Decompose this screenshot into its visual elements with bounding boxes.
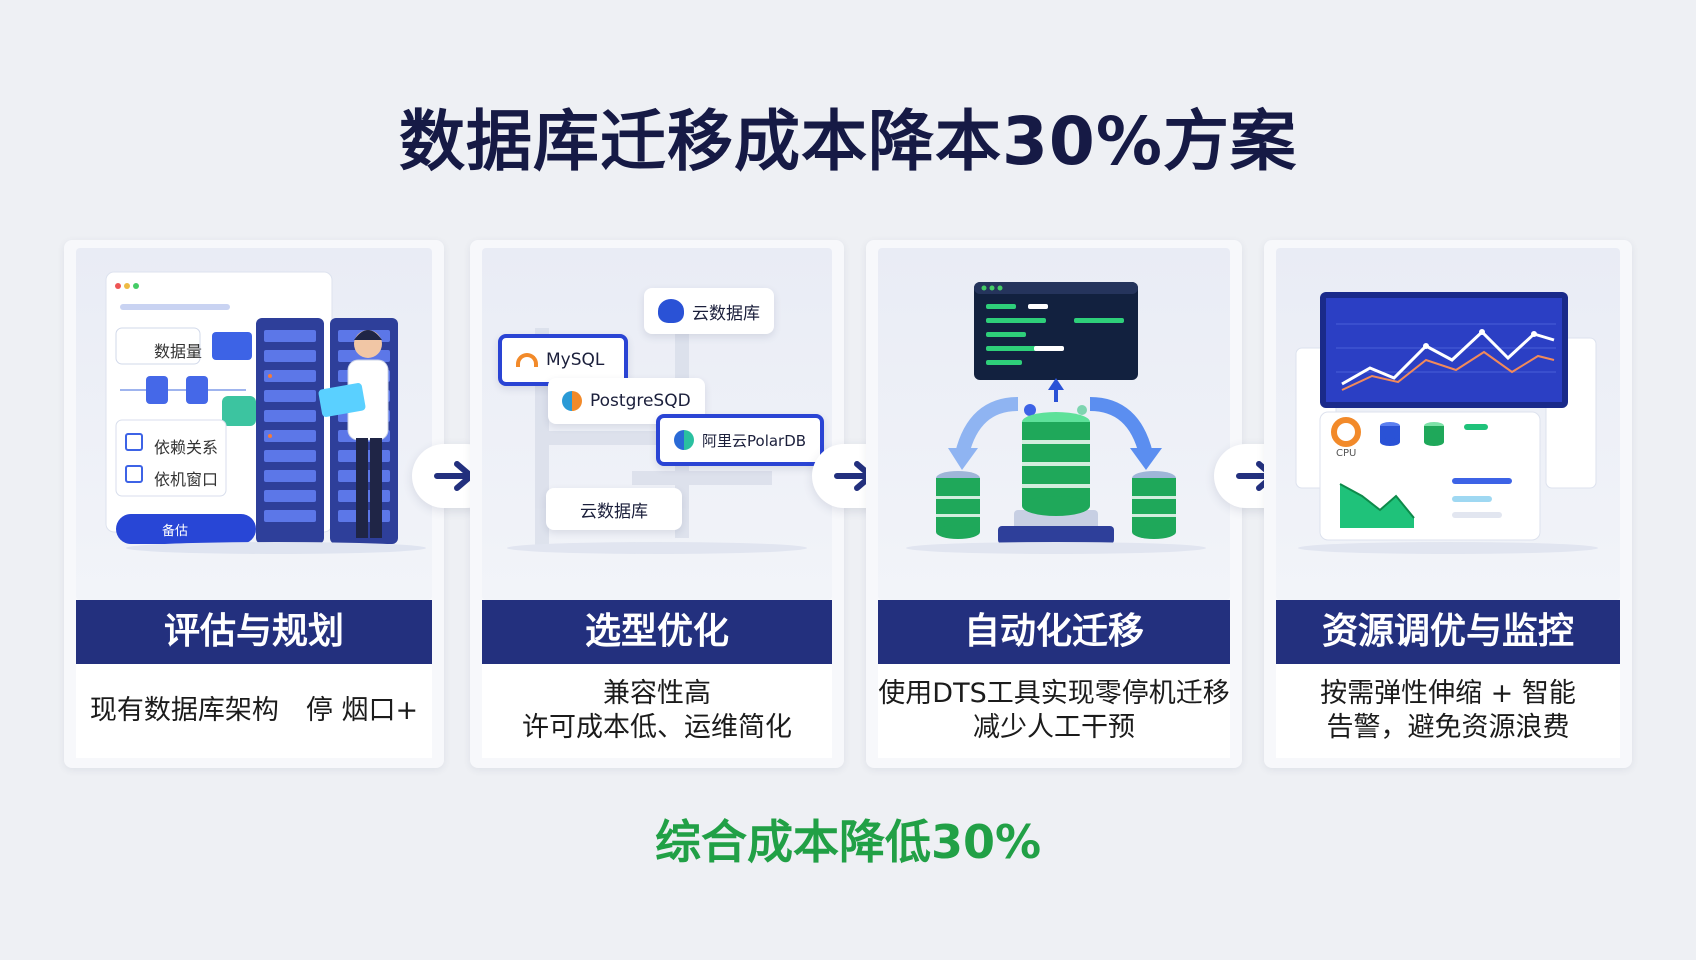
chip-label: MySQL xyxy=(546,350,605,370)
step-description: 现有数据库架构 停 烟口+ xyxy=(76,664,432,758)
assess-illustration: 数据量 依赖关系 依机窗口 备估 xyxy=(76,248,432,600)
desc-line: 使用DTS工具实现零停机迁移 xyxy=(878,678,1230,709)
step-card-migrate: 自动化迁移 使用DTS工具实现零停机迁移 减少人工干预 xyxy=(866,240,1242,768)
chip-label: 云数据库 xyxy=(580,501,648,522)
step-description: 兼容性高 许可成本低、运维简化 xyxy=(482,664,832,758)
step-description: 使用DTS工具实现零停机迁移 减少人工干预 xyxy=(878,664,1230,758)
desc-line: 许可成本低、运维简化 xyxy=(522,712,792,743)
chip-label: 云数据库 xyxy=(692,303,760,324)
step-heading: 资源调优与监控 xyxy=(1276,600,1620,664)
desc-line: 现有数据库架构 停 烟口+ xyxy=(89,695,419,726)
chip-cloud-db-bottom: 云数据库 xyxy=(546,488,682,530)
page-title: 数据库迁移成本降本30%方案 xyxy=(399,103,1297,180)
step-heading: 选型优化 xyxy=(482,600,832,664)
monitor-illustration: CPU xyxy=(1276,248,1620,600)
desc-line: 兼容性高 xyxy=(603,678,711,709)
desc-line: 按需弹性伸缩 + 智能 xyxy=(1320,678,1576,709)
select-illustration: 云数据库 MySQL PostgreSQD 阿里云PolarDB 云数据库 xyxy=(482,248,832,600)
art-label-window: 依机窗口 xyxy=(154,470,219,489)
step-card-monitor: CPU 资源调优与监控 按需弹性伸缩 + 智能 告警，避免资源浪费 xyxy=(1264,240,1632,768)
postgres-icon xyxy=(562,391,582,411)
step-description: 按需弹性伸缩 + 智能 告警，避免资源浪费 xyxy=(1276,664,1620,758)
polardb-icon xyxy=(674,430,694,450)
chip-polardb: 阿里云PolarDB xyxy=(656,414,825,466)
chip-postgres: PostgreSQD xyxy=(548,378,705,424)
mysql-icon xyxy=(516,353,538,367)
step-card-assess: 数据量 依赖关系 依机窗口 备估 评估与规划 现有数据库架构 停 烟口+ xyxy=(64,240,444,768)
chip-cloud-db-top: 云数据库 xyxy=(644,288,774,334)
art-label-volume: 数据量 xyxy=(154,342,203,361)
art-label-deps: 依赖关系 xyxy=(154,438,219,457)
chip-label: 阿里云PolarDB xyxy=(702,431,807,450)
cloud-db-icon xyxy=(658,299,684,323)
migrate-illustration xyxy=(878,248,1230,600)
desc-line: 告警，避免资源浪费 xyxy=(1326,712,1570,743)
chip-label: PostgreSQD xyxy=(590,391,691,411)
metric-label-cpu: CPU xyxy=(1336,448,1357,459)
step-card-select: 云数据库 MySQL PostgreSQD 阿里云PolarDB 云数据库 选型… xyxy=(470,240,844,768)
art-footer-label: 备估 xyxy=(162,524,189,539)
desc-line: 减少人工干预 xyxy=(973,712,1135,743)
step-heading: 自动化迁移 xyxy=(878,600,1230,664)
step-heading: 评估与规划 xyxy=(76,600,432,664)
summary-text: 综合成本降低30% xyxy=(654,815,1042,869)
